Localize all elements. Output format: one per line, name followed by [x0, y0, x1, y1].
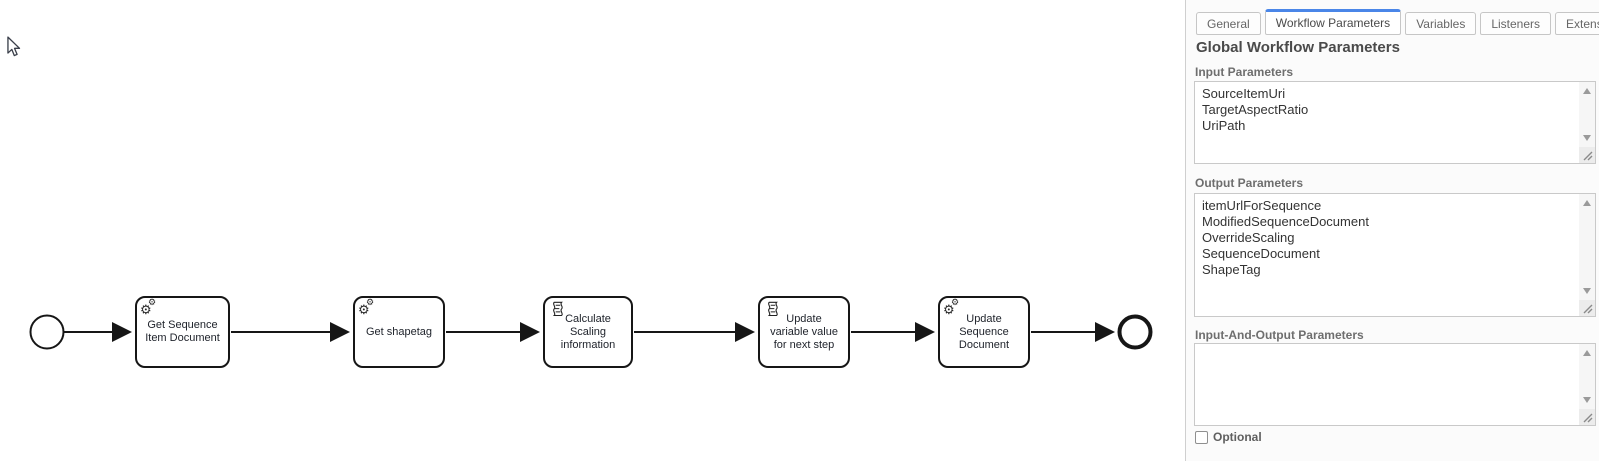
task-update-sequence-document[interactable]: ⚙ ⚙ Update Sequence Document	[938, 296, 1030, 368]
gear-icon: ⚙	[943, 302, 955, 317]
input-and-output-parameters-box	[1194, 343, 1596, 426]
task-label: Get Sequence Item Document	[145, 319, 220, 344]
start-event[interactable]	[29, 314, 65, 350]
resize-grip-icon[interactable]	[1579, 409, 1595, 425]
mouse-cursor-icon	[7, 36, 21, 57]
input-and-output-parameters-textarea[interactable]	[1195, 344, 1578, 425]
service-task-icon: ⚙ ⚙	[358, 297, 378, 317]
task-label: Update variable value for next step	[770, 312, 838, 351]
gear-icon: ⚙	[140, 302, 152, 317]
script-task-icon	[763, 299, 783, 317]
output-parameters-textarea[interactable]: itemUrlForSequence ModifiedSequenceDocum…	[1195, 194, 1578, 316]
task-label: Get shapetag	[365, 325, 433, 338]
input-parameters-textarea[interactable]: SourceItemUri TargetAspectRatio UriPath	[1195, 82, 1578, 163]
optional-checkbox-row: Optional	[1195, 430, 1262, 444]
scroll-down-icon[interactable]	[1583, 288, 1591, 294]
task-label: Update Sequence Document	[958, 312, 1010, 351]
input-parameters-label: Input Parameters	[1195, 65, 1294, 79]
service-task-icon: ⚙ ⚙	[140, 297, 160, 317]
properties-tabs: General Workflow Parameters Variables Li…	[1196, 9, 1599, 35]
tab-workflow-parameters[interactable]: Workflow Parameters	[1264, 9, 1402, 35]
end-event[interactable]	[1117, 314, 1153, 350]
task-get-sequence-item-document[interactable]: ⚙ ⚙ Get Sequence Item Document	[135, 296, 230, 368]
task-label: Calculate Scaling information	[560, 312, 616, 351]
output-parameters-box: itemUrlForSequence ModifiedSequenceDocum…	[1194, 193, 1596, 317]
scroll-down-icon[interactable]	[1583, 397, 1591, 403]
task-calculate-scaling-information[interactable]: Calculate Scaling information	[543, 296, 633, 368]
script-task-icon	[548, 299, 568, 317]
gear-icon: ⚙	[366, 297, 375, 307]
scroll-up-icon[interactable]	[1583, 200, 1591, 206]
gear-icon: ⚙	[951, 297, 960, 307]
diagram-canvas[interactable]: ⚙ ⚙ Get Sequence Item Document ⚙ ⚙ Get s…	[0, 0, 1186, 461]
gear-icon: ⚙	[148, 297, 157, 307]
scrollbar[interactable]	[1579, 344, 1595, 409]
resize-grip-icon[interactable]	[1579, 300, 1595, 316]
optional-checkbox-label: Optional	[1213, 430, 1262, 444]
output-parameters-label: Output Parameters	[1195, 176, 1304, 190]
tab-extensions[interactable]: Extensions	[1555, 12, 1599, 35]
service-task-icon: ⚙ ⚙	[943, 297, 963, 317]
task-get-shapetag[interactable]: ⚙ ⚙ Get shapetag	[353, 296, 445, 368]
tab-variables[interactable]: Variables	[1405, 12, 1477, 35]
optional-checkbox[interactable]	[1195, 430, 1208, 444]
gear-icon: ⚙	[358, 302, 370, 317]
tab-listeners[interactable]: Listeners	[1480, 12, 1552, 35]
scrollbar[interactable]	[1579, 82, 1595, 147]
scroll-up-icon[interactable]	[1583, 350, 1591, 356]
input-and-output-parameters-label: Input-And-Output Parameters	[1195, 328, 1364, 342]
scroll-up-icon[interactable]	[1583, 88, 1591, 94]
task-update-variable-value[interactable]: Update variable value for next step	[758, 296, 850, 368]
scroll-down-icon[interactable]	[1583, 135, 1591, 141]
panel-heading: Global Workflow Parameters	[1196, 39, 1400, 56]
properties-panel: General Workflow Parameters Variables Li…	[1185, 0, 1599, 461]
tab-general[interactable]: General	[1196, 12, 1261, 35]
scrollbar[interactable]	[1579, 194, 1595, 300]
resize-grip-icon[interactable]	[1579, 147, 1595, 163]
sequence-flow-layer	[29, 314, 1153, 350]
input-parameters-box: SourceItemUri TargetAspectRatio UriPath	[1194, 81, 1596, 164]
